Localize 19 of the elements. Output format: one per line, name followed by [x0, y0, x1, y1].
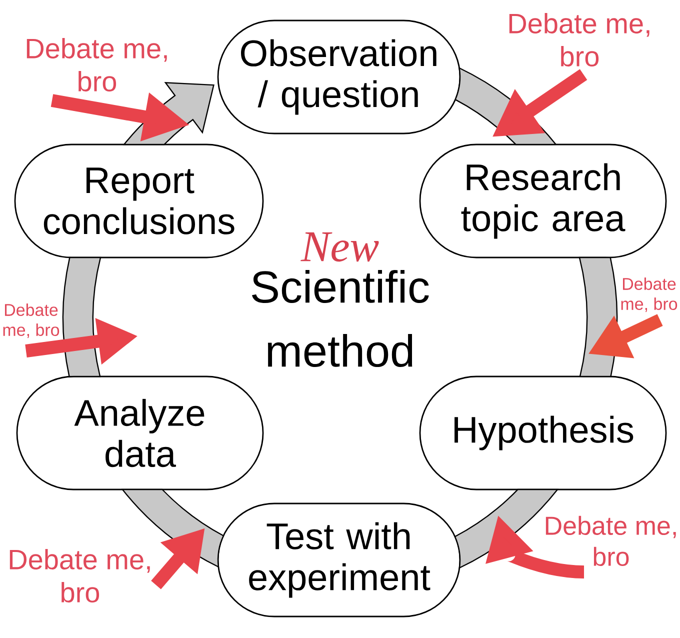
step-box: Test with experiment [217, 502, 461, 618]
handwritten-note: New [300, 232, 379, 262]
note-text: Debate me, bro [3, 304, 60, 338]
cycle-arrow [578, 256, 618, 378]
step-box: Hypothesis [419, 376, 667, 490]
note-text: Debate me, bro [509, 12, 650, 66]
step-box: Research topic area [419, 144, 667, 258]
note-text: Debate me, bro [26, 38, 167, 92]
note-text: Debate me, bro [621, 278, 678, 312]
title: Scientific method [252, 270, 429, 368]
cycle-arrow [454, 67, 557, 146]
note-text: Debate me, bro [546, 516, 676, 566]
step-box: Report conclusions [14, 144, 264, 258]
step-box: Analyze data [16, 376, 264, 490]
step-box: Observation / question [217, 20, 461, 134]
note-text: Debate me, bro [10, 548, 150, 602]
cycle-arrow [62, 256, 102, 378]
cycle-arrow [454, 488, 558, 568]
cycle-arrow [122, 488, 224, 568]
